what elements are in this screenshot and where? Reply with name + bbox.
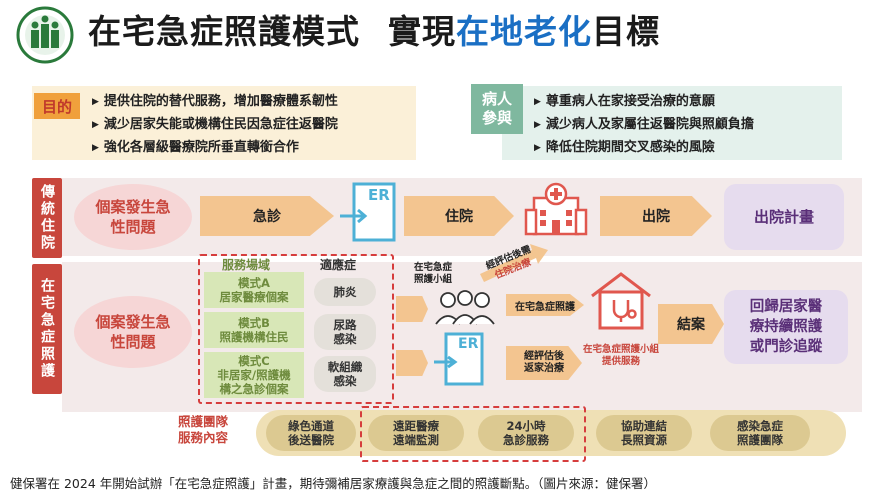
indication-soft-tissue: 軟組織感染	[314, 356, 376, 392]
service-infection-team: 感染急症照護團隊	[710, 415, 810, 451]
indication-uti: 尿路感染	[314, 314, 376, 350]
home-case: 個案發生急性問題	[74, 296, 192, 368]
indication-header: 適應症	[320, 258, 357, 272]
home-side-label: 在宅急症照護	[32, 264, 62, 394]
arrow-emergency: 急診	[200, 196, 334, 236]
arrow-assess-admit	[478, 244, 550, 284]
arrow-to-er	[396, 350, 428, 376]
services-dash-group	[360, 406, 586, 462]
team-label: 在宅急症照護小組	[413, 262, 452, 285]
patient-item: 降低住院期間交叉感染的風險	[534, 137, 754, 160]
services-label: 照護團隊服務內容	[178, 414, 229, 445]
patient-item: 尊重病人在家接受治療的意願	[534, 91, 754, 114]
patient-tag: 病人參與	[471, 84, 523, 134]
arrow-discharge: 出院	[600, 196, 712, 236]
arrow-return-home: 經評估後返家治療	[506, 346, 582, 380]
arrow-close: 結案	[658, 304, 724, 344]
venue-block	[198, 254, 394, 404]
service-telemedicine: 遠距醫療遠端監測	[368, 415, 464, 451]
er-door-icon: ER	[338, 180, 400, 244]
traditional-side-label: 傳統住院	[32, 178, 62, 258]
patient-item: 減少病人及家屬往返醫院與照顧負擔	[534, 114, 754, 137]
purpose-item: 減少居家失能或機構住民因急症往返醫院	[92, 114, 338, 137]
service-ltc-link: 協助連結長照資源	[596, 415, 692, 451]
arrow-to-team	[396, 296, 428, 322]
purpose-item: 強化各層級醫療院所垂直轉銜合作	[92, 137, 338, 160]
indication-pneumonia: 肺炎	[314, 278, 376, 306]
er-label-small: ER	[458, 336, 479, 352]
home-care-icon	[590, 270, 652, 336]
arrow-admission: 住院	[404, 196, 514, 236]
traditional-case: 個案發生急性問題	[74, 184, 192, 250]
hospital-icon	[524, 180, 588, 240]
purpose-tag: 目的	[34, 93, 80, 119]
venue-header: 服務場域	[222, 258, 271, 272]
patient-list: 尊重病人在家接受治療的意願 減少病人及家屬往返醫院與照顧負擔 降低住院期間交叉感…	[534, 91, 754, 160]
return-home-followup: 回歸居家醫療持續照護或門診追蹤	[724, 290, 848, 364]
purpose-item: 提供住院的替代服務，增加醫療體系韌性	[92, 91, 338, 114]
purpose-list: 提供住院的替代服務，增加醫療體系韌性 減少居家失能或機構住民因急症往返醫院 強化…	[92, 91, 338, 160]
care-team-icon	[434, 288, 496, 330]
discharge-plan: 出院計畫	[724, 184, 844, 250]
service-green-channel: 綠色通道後送醫院	[266, 415, 356, 451]
er-label: ER	[368, 186, 390, 204]
arrow-home-care: 在宅急症照護	[506, 294, 584, 316]
er-door-icon-small: ER	[432, 330, 488, 392]
service-24h-emergency: 24小時急診服務	[478, 415, 574, 451]
page-title: 在宅急症照護模式實現在地老化目標	[88, 12, 660, 51]
figure-caption: 健保署在 2024 年開始試辦「在宅急症照護」計畫，期待彌補居家療護與急症之間的…	[10, 476, 657, 491]
nhi-logo	[12, 6, 78, 64]
provide-service-label: 在宅急症照護小組提供服務	[582, 344, 659, 367]
